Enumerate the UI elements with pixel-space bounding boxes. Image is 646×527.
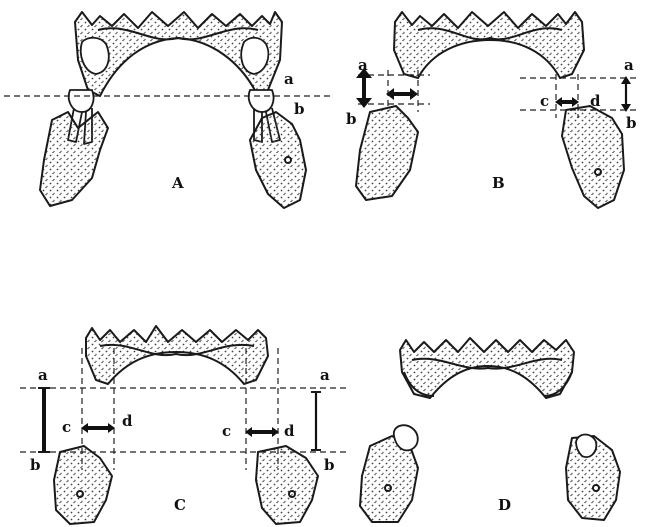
arrow-ab-left-c (38, 388, 50, 452)
arrow-ab-right-b (621, 76, 631, 112)
label-d-left-c: d (122, 412, 133, 430)
arrow-cd-right-c (245, 427, 279, 437)
tooth-right-d (576, 435, 596, 458)
label-d-right-c: d (284, 422, 295, 440)
caption-c: C (174, 496, 186, 514)
arrow-ab-left-b (356, 68, 372, 108)
arrow-cd-left-b (386, 88, 418, 100)
label-b-a: b (294, 100, 305, 118)
arrow-ab-right-c (311, 392, 321, 450)
panel-c: a b c d a b c d C (20, 326, 350, 524)
arrow-cd-right-b (555, 97, 579, 107)
panel-a: a b A (4, 12, 330, 208)
label-c-right-c: c (222, 422, 231, 440)
tooth-right-upper-a (241, 38, 268, 74)
caption-a: A (171, 174, 184, 192)
label-a-left-c: a (38, 366, 48, 384)
upper-jaw-b (394, 12, 584, 78)
lower-jaw-right-c (256, 446, 318, 524)
lower-jaw-left-a (40, 112, 108, 206)
label-a-left-b: a (358, 56, 368, 74)
lower-jaw-left-c (54, 446, 112, 524)
caption-b: B (492, 174, 505, 192)
panel-b: a b a b c d B (346, 12, 640, 208)
label-a-right-b: a (624, 56, 634, 74)
lower-jaw-left-b (356, 106, 418, 200)
label-b-right-c: b (324, 456, 335, 474)
lower-jaw-right-a (250, 112, 306, 208)
panel-d: D (360, 338, 620, 522)
lower-jaw-right-b (562, 106, 624, 208)
caption-d: D (498, 496, 511, 514)
label-b-left-c: b (30, 456, 41, 474)
arrow-cd-left-c (81, 423, 115, 433)
label-a-a: a (284, 70, 294, 88)
label-b-left-b: b (346, 110, 357, 128)
label-c-left-c: c (62, 418, 71, 436)
label-a-right-c: a (320, 366, 330, 384)
label-d-right-b: d (590, 92, 601, 110)
label-c-right-b: c (540, 92, 549, 110)
label-b-right-b: b (626, 114, 637, 132)
